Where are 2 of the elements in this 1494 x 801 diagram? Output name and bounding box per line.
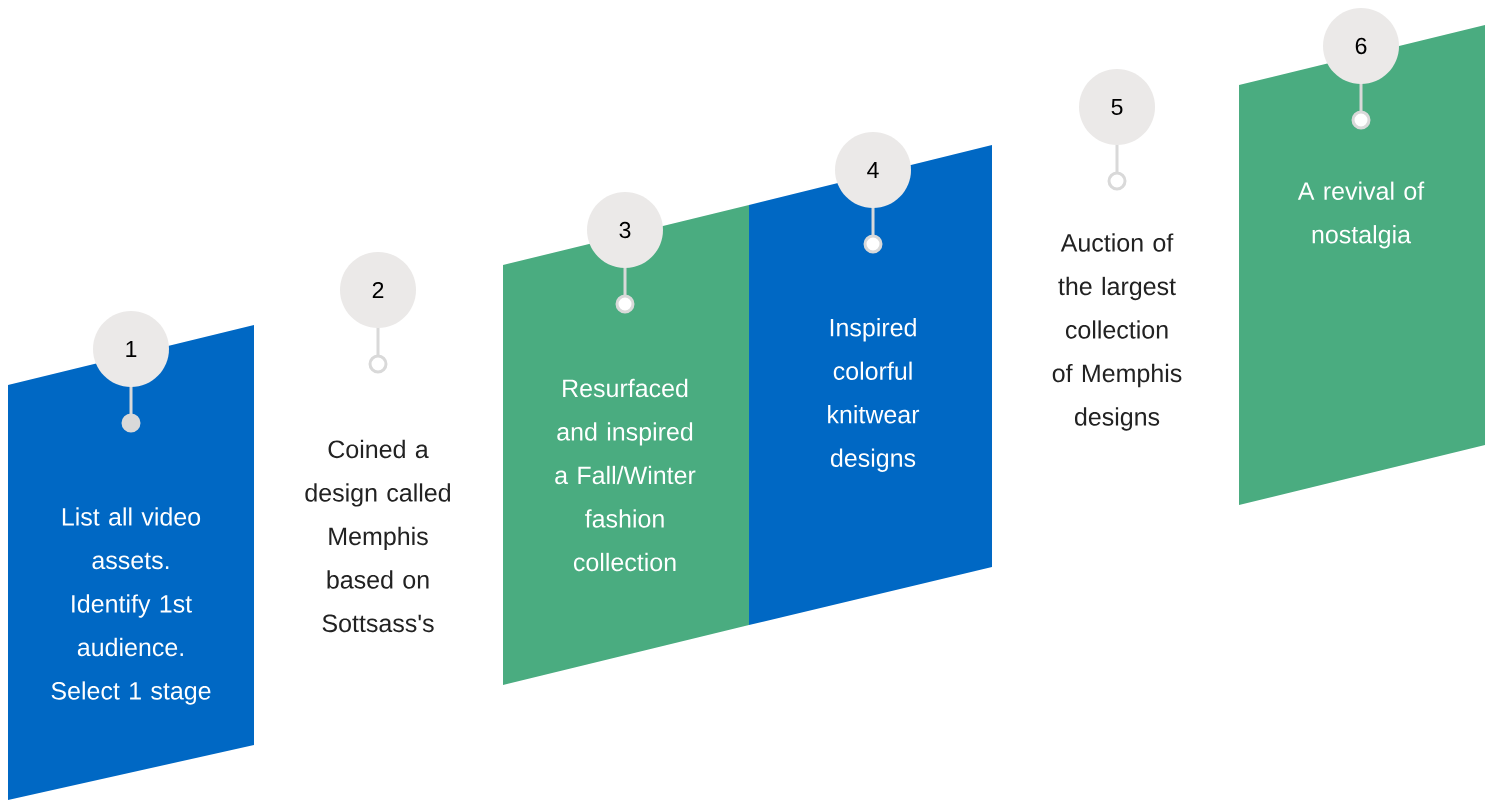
step-text: Coined a design called Memphis based on Sottsass's	[305, 439, 450, 633]
step-text: Auction of the largest collection of Memphis designs	[1052, 233, 1182, 431]
